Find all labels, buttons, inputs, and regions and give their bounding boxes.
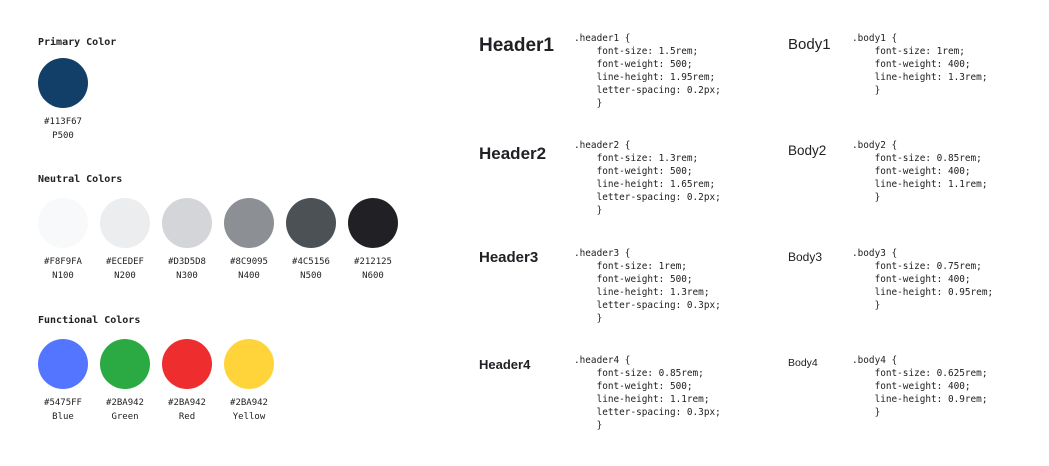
header3-code: .header3 { font-size: 1rem; font-weight:… [574, 248, 721, 324]
swatch-hex: #4C5156 [292, 257, 330, 267]
header1-code: .header1 { font-size: 1.5rem; font-weigh… [574, 33, 721, 109]
swatch-hex: #ECEDEF [106, 257, 144, 267]
functional-colors-title: Functional Colors [38, 315, 141, 326]
color-circle [286, 198, 336, 248]
body1-code: .body1 { font-size: 1rem; font-weight: 4… [852, 33, 988, 96]
swatch-yellow: #2BA942 Yellow [224, 339, 274, 424]
body2-sample: Body2 [788, 143, 827, 158]
color-circle [100, 339, 150, 389]
neutral-swatch-row: #F8F9FA N100 #ECEDEF N200 #D3D5D8 N300 #… [38, 198, 410, 283]
swatch-name: N200 [114, 271, 136, 281]
swatch-n600: #212125 N600 [348, 198, 398, 283]
swatch-hex: #5475FF [44, 398, 82, 408]
color-circle [38, 339, 88, 389]
swatch-n200: #ECEDEF N200 [100, 198, 150, 283]
swatch-hex: #D3D5D8 [168, 257, 206, 267]
neutral-colors-title: Neutral Colors [38, 174, 123, 185]
color-circle [100, 198, 150, 248]
swatch-name: N400 [238, 271, 260, 281]
swatch-name: N300 [176, 271, 198, 281]
swatch-red: #2BA942 Red [162, 339, 212, 424]
color-circle [38, 198, 88, 248]
swatch-hex: #8C9095 [230, 257, 268, 267]
swatch-n100: #F8F9FA N100 [38, 198, 88, 283]
swatch-hex: #2BA942 [106, 398, 144, 408]
primary-color-title: Primary Color [38, 37, 117, 48]
swatch-name: N600 [362, 271, 384, 281]
swatch-green: #2BA942 Green [100, 339, 150, 424]
color-circle [38, 58, 88, 108]
swatch-name: Red [178, 412, 196, 422]
swatch-hex: #2BA942 [230, 398, 268, 408]
header4-code: .header4 { font-size: 0.85rem; font-weig… [574, 355, 721, 431]
color-circle [224, 198, 274, 248]
swatch-hex: #2BA942 [168, 398, 206, 408]
swatch-hex: #113F67 [44, 117, 82, 127]
header2-code: .header2 { font-size: 1.3rem; font-weigh… [574, 140, 721, 216]
swatch-hex: #F8F9FA [44, 257, 82, 267]
body4-code: .body4 { font-size: 0.625rem; font-weigh… [852, 355, 988, 418]
body3-sample: Body3 [788, 250, 823, 264]
body1-sample: Body1 [788, 36, 831, 53]
color-circle [224, 339, 274, 389]
header4-sample: Header4 [479, 357, 531, 372]
swatch-name: N100 [52, 271, 74, 281]
color-circle [162, 198, 212, 248]
swatch-n400: #8C9095 N400 [224, 198, 274, 283]
body4-sample: Body4 [788, 357, 818, 369]
swatch-name: Blue [52, 412, 74, 422]
swatch-name: P500 [52, 131, 74, 141]
body2-code: .body2 { font-size: 0.85rem; font-weight… [852, 140, 988, 203]
swatch-name: Green [111, 412, 139, 422]
functional-swatch-row: #5475FF Blue #2BA942 Green #2BA942 Red #… [38, 339, 286, 424]
swatch-n300: #D3D5D8 N300 [162, 198, 212, 283]
header2-sample: Header2 [479, 144, 547, 163]
primary-swatch-row: #113F67 P500 [38, 58, 100, 143]
swatch-n500: #4C5156 N500 [286, 198, 336, 283]
swatch-name: N500 [300, 271, 322, 281]
color-circle [348, 198, 398, 248]
swatch-p500: #113F67 P500 [38, 58, 88, 143]
swatch-hex: #212125 [354, 257, 392, 267]
header3-sample: Header3 [479, 249, 539, 266]
body3-code: .body3 { font-size: 0.75rem; font-weight… [852, 248, 994, 311]
swatch-blue: #5475FF Blue [38, 339, 88, 424]
swatch-name: Yellow [232, 412, 266, 422]
header1-sample: Header1 [479, 35, 554, 56]
color-circle [162, 339, 212, 389]
